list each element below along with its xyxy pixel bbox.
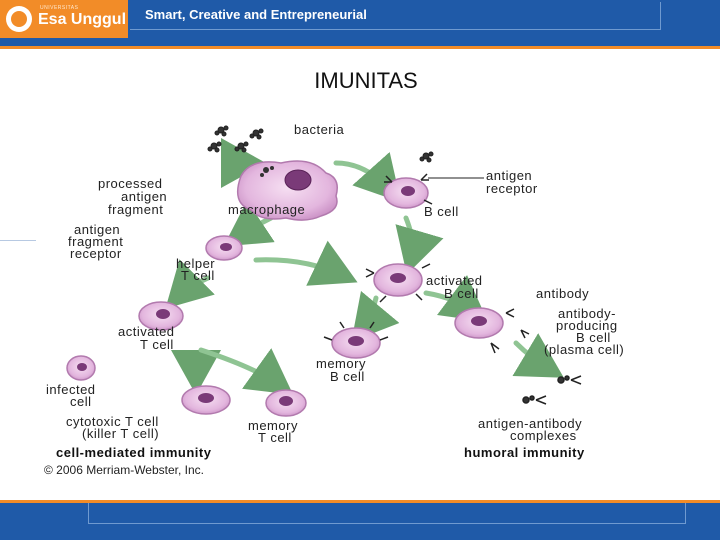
label-macrophage: macrophage [228, 202, 305, 217]
header-tagline: Smart, Creative and Entrepreneurial [145, 7, 367, 22]
university-logo: UNIVERSITAS Esa Unggul [0, 0, 128, 38]
label-abp-1: antibody- [558, 306, 616, 321]
label-antigen-receptor-2: receptor [486, 181, 538, 196]
label-abp-3: B cell [576, 330, 611, 345]
footer-accent-line [0, 500, 720, 503]
antigen-antibody-complex-icon [522, 375, 582, 405]
arrow-plasma-complexes [512, 333, 564, 378]
header-frame-line [130, 2, 661, 30]
footer-frame-line [88, 503, 686, 524]
label-infected-2: cell [70, 394, 92, 409]
label-b-cell: B cell [424, 204, 459, 219]
label-helper-2: T cell [181, 268, 215, 283]
logo-name: Esa Unggul [38, 11, 127, 28]
slide-title: IMUNITAS [314, 68, 418, 93]
header-accent-line [0, 46, 720, 49]
label-humoral-immunity: humoral immunity [464, 445, 585, 460]
label-memory-t-1: memory [248, 418, 298, 433]
arrow-helper-activatedb [253, 240, 358, 286]
logo-emblem-icon [6, 6, 32, 32]
label-memory-t-2: T cell [258, 430, 292, 445]
footer-frame-divider [685, 503, 720, 523]
arrow-bacteria-macrophage [220, 137, 266, 188]
arrow-macrophage-helper [223, 200, 275, 247]
label-afr-3: receptor [70, 246, 122, 261]
arrow-activatedt-cytotoxic [170, 349, 221, 395]
label-processed-3: fragment [108, 202, 163, 217]
label-infected-1: infected [46, 382, 96, 397]
label-processed-1: processed [98, 176, 162, 191]
label-activated-b-1: activated [426, 273, 483, 288]
label-cytotoxic-1: cytotoxic T cell [66, 414, 159, 429]
label-complex-2: complexes [510, 428, 577, 443]
arrow-helper-activatedt [165, 259, 215, 309]
logo-subtitle: UNIVERSITAS [40, 5, 79, 11]
label-afr-1: antigen [74, 222, 120, 237]
label-memory-b-2: B cell [330, 369, 365, 384]
label-afr-2: fragment [68, 234, 123, 249]
side-divider [0, 240, 36, 241]
label-bacteria: bacteria [294, 122, 345, 137]
label-memory-b-1: memory [316, 356, 366, 371]
label-antigen-receptor-1: antigen [486, 168, 532, 183]
immunity-diagram: bacteria processed antigen fragment macr… [36, 118, 696, 480]
arrow-activatedt-memoryt [198, 347, 294, 395]
label-helper-1: helper [176, 256, 215, 271]
label-activated-b-2: B cell [444, 286, 479, 301]
bacteria-icon [207, 125, 434, 163]
label-antibody: antibody [536, 286, 589, 301]
label-cytotoxic-2: (killer T cell) [82, 426, 159, 441]
label-copyright: © 2006 Merriam-Webster, Inc. [44, 463, 204, 477]
label-cell-mediated-immunity: cell-mediated immunity [56, 445, 212, 460]
label-abp-2: producing [556, 318, 618, 333]
label-processed-2: antigen [121, 189, 167, 204]
footer-bar [0, 503, 720, 540]
label-complex-1: antigen-antibody [478, 416, 582, 431]
label-activated-t-1: activated [118, 324, 175, 339]
label-abp-4: (plasma cell) [544, 342, 624, 357]
arrow-bcell-activated [395, 215, 444, 275]
label-activated-t-2: T cell [140, 337, 174, 352]
